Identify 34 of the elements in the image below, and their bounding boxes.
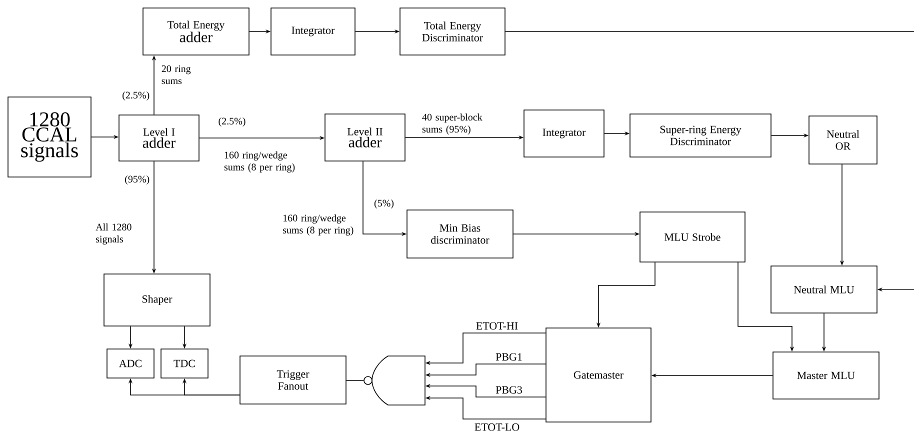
edge-label: 160 ring/wedge sums (8 per ring) — [224, 151, 295, 172]
process-box: Total Energy adder — [142, 8, 250, 56]
edge-label: 40 super-block sums (95%) — [422, 114, 482, 135]
edge-label: ETOT-LO — [474, 423, 520, 431]
process-box: Level I adder — [118, 114, 200, 162]
process-box: Gatemaster — [546, 328, 652, 422]
edge-label: ETOT-HI — [476, 322, 518, 330]
process-box: Integrator — [270, 8, 356, 56]
process-box: Min Bias discriminator — [406, 210, 514, 258]
process-box: Master MLU — [772, 352, 880, 400]
percentage-label: (95%) — [125, 175, 150, 185]
process-box: Total Energy Discriminator — [400, 8, 506, 56]
edge-label: PBG1 — [496, 353, 522, 361]
process-box: Shaper — [104, 274, 210, 326]
process-box: Integrator — [524, 110, 604, 158]
process-box: MLU Strobe — [640, 212, 746, 262]
process-box: Neutral OR — [808, 116, 878, 164]
percentage-label: (5%) — [374, 199, 394, 209]
connector-line — [346, 380, 364, 381]
edge-label: All 1280 signals — [96, 223, 132, 244]
edge-label: PBG3 — [496, 386, 522, 394]
process-box: Neutral MLU — [770, 266, 878, 314]
percentage-label: (2.5%) — [122, 91, 150, 101]
edge-label: 160 ring/wedge sums (8 per ring) — [283, 214, 354, 236]
percentage-label: (2.5%) — [218, 117, 246, 127]
process-box: ADC — [106, 348, 154, 378]
logic-gate-symbol — [364, 356, 426, 406]
process-box: 1280 CCAL signals — [8, 96, 92, 178]
process-box: TDC — [160, 348, 208, 378]
process-box: Trigger Fanout — [240, 356, 346, 404]
edge-label: 20 ring sums — [162, 65, 191, 84]
process-box: Level II adder — [324, 114, 406, 162]
connector-line — [505, 31, 914, 32]
process-box: Super-ring Energy Discriminator — [630, 114, 772, 158]
